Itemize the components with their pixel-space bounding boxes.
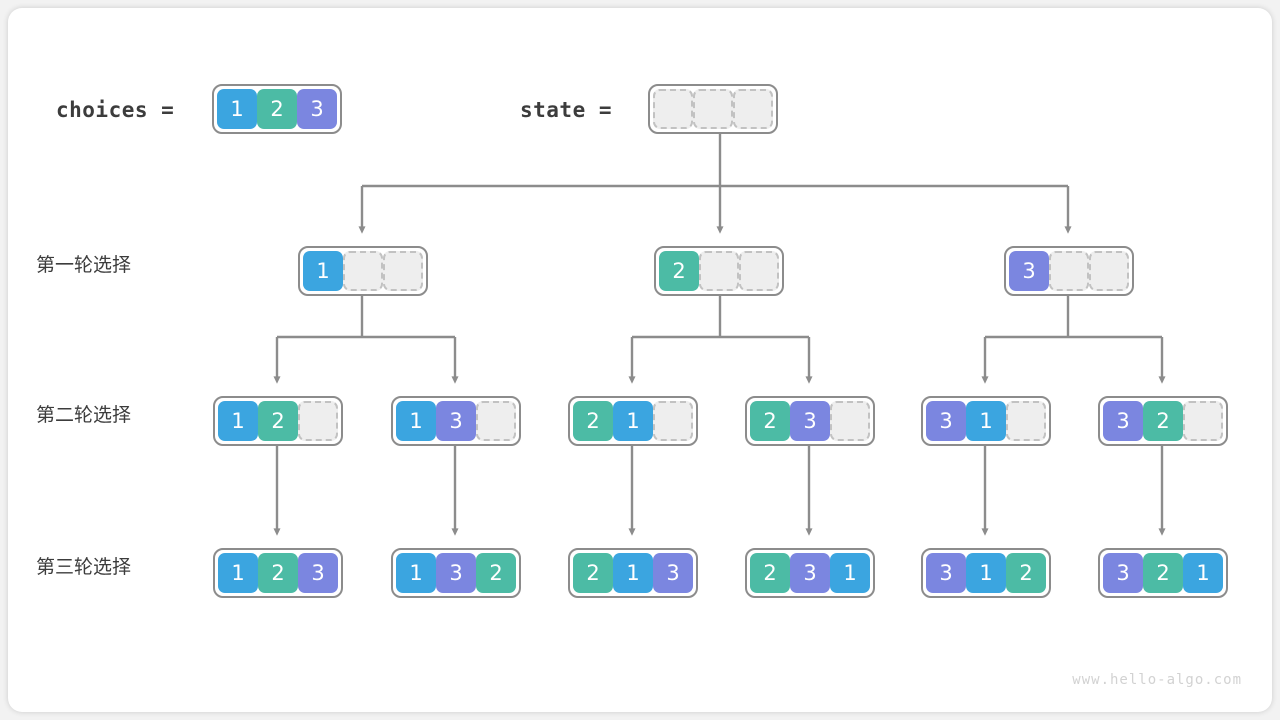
level1-1-cell-0: 2 — [659, 251, 699, 291]
level2-5-cell-0: 3 — [1103, 401, 1143, 441]
level2-2-cell-1: 1 — [613, 401, 653, 441]
level3-0-cell-0: 1 — [218, 553, 258, 593]
level2-4-cell-2 — [1006, 401, 1046, 441]
level3-3-cell-0: 2 — [750, 553, 790, 593]
level3-4-cell-1: 1 — [966, 553, 1006, 593]
level1-node-0: 1 — [298, 246, 428, 296]
level1-2-cell-2 — [1089, 251, 1129, 291]
level3-1-cell-2: 2 — [476, 553, 516, 593]
level3-5-cell-0: 3 — [1103, 553, 1143, 593]
choices-cell-2: 3 — [297, 89, 337, 129]
row-label-round-1: 第一轮选择 — [36, 255, 132, 276]
level3-2-cell-0: 2 — [573, 553, 613, 593]
level1-2-cell-0: 3 — [1009, 251, 1049, 291]
row-label-round-3: 第三轮选择 — [36, 557, 132, 578]
level3-2-cell-2: 3 — [653, 553, 693, 593]
level1-node-2: 3 — [1004, 246, 1134, 296]
level3-0-cell-1: 2 — [258, 553, 298, 593]
level1-0-cell-1 — [343, 251, 383, 291]
level2-5-cell-1: 2 — [1143, 401, 1183, 441]
level2-4-cell-0: 3 — [926, 401, 966, 441]
level2-0-cell-0: 1 — [218, 401, 258, 441]
level3-4-cell-2: 2 — [1006, 553, 1046, 593]
level3-3-cell-2: 1 — [830, 553, 870, 593]
level1-2-cell-1 — [1049, 251, 1089, 291]
level2-3-cell-0: 2 — [750, 401, 790, 441]
level3-1-cell-1: 3 — [436, 553, 476, 593]
level2-0-cell-1: 2 — [258, 401, 298, 441]
level2-3-cell-2 — [830, 401, 870, 441]
level3-5-cell-2: 1 — [1183, 553, 1223, 593]
choices-label: choices = — [56, 98, 175, 122]
level1-node-1: 2 — [654, 246, 784, 296]
level3-2-cell-1: 1 — [613, 553, 653, 593]
level2-1-cell-0: 1 — [396, 401, 436, 441]
level1-1-cell-1 — [699, 251, 739, 291]
level1-1-cell-2 — [739, 251, 779, 291]
level1-0-cell-2 — [383, 251, 423, 291]
level2-3-cell-1: 3 — [790, 401, 830, 441]
level2-1-cell-1: 3 — [436, 401, 476, 441]
level1-0-cell-0: 1 — [303, 251, 343, 291]
level3-4-cell-0: 3 — [926, 553, 966, 593]
state-cell-2 — [733, 89, 773, 129]
level2-2-cell-0: 2 — [573, 401, 613, 441]
level2-0-cell-2 — [298, 401, 338, 441]
level2-5-cell-2 — [1183, 401, 1223, 441]
state-label: state = — [520, 98, 613, 122]
connector-lines — [273, 130, 1166, 536]
choices-cell-1: 2 — [257, 89, 297, 129]
row-label-round-2: 第二轮选择 — [36, 405, 132, 426]
level2-4-cell-1: 1 — [966, 401, 1006, 441]
state-cell-0 — [653, 89, 693, 129]
choices-cell-0: 1 — [217, 89, 257, 129]
state-array — [648, 84, 778, 134]
level3-1-cell-0: 1 — [396, 553, 436, 593]
state-cell-1 — [693, 89, 733, 129]
level2-2-cell-2 — [653, 401, 693, 441]
watermark: www.hello-algo.com — [1072, 672, 1242, 688]
level3-3-cell-1: 3 — [790, 553, 830, 593]
level2-1-cell-2 — [476, 401, 516, 441]
level3-0-cell-2: 3 — [298, 553, 338, 593]
level3-5-cell-1: 2 — [1143, 553, 1183, 593]
